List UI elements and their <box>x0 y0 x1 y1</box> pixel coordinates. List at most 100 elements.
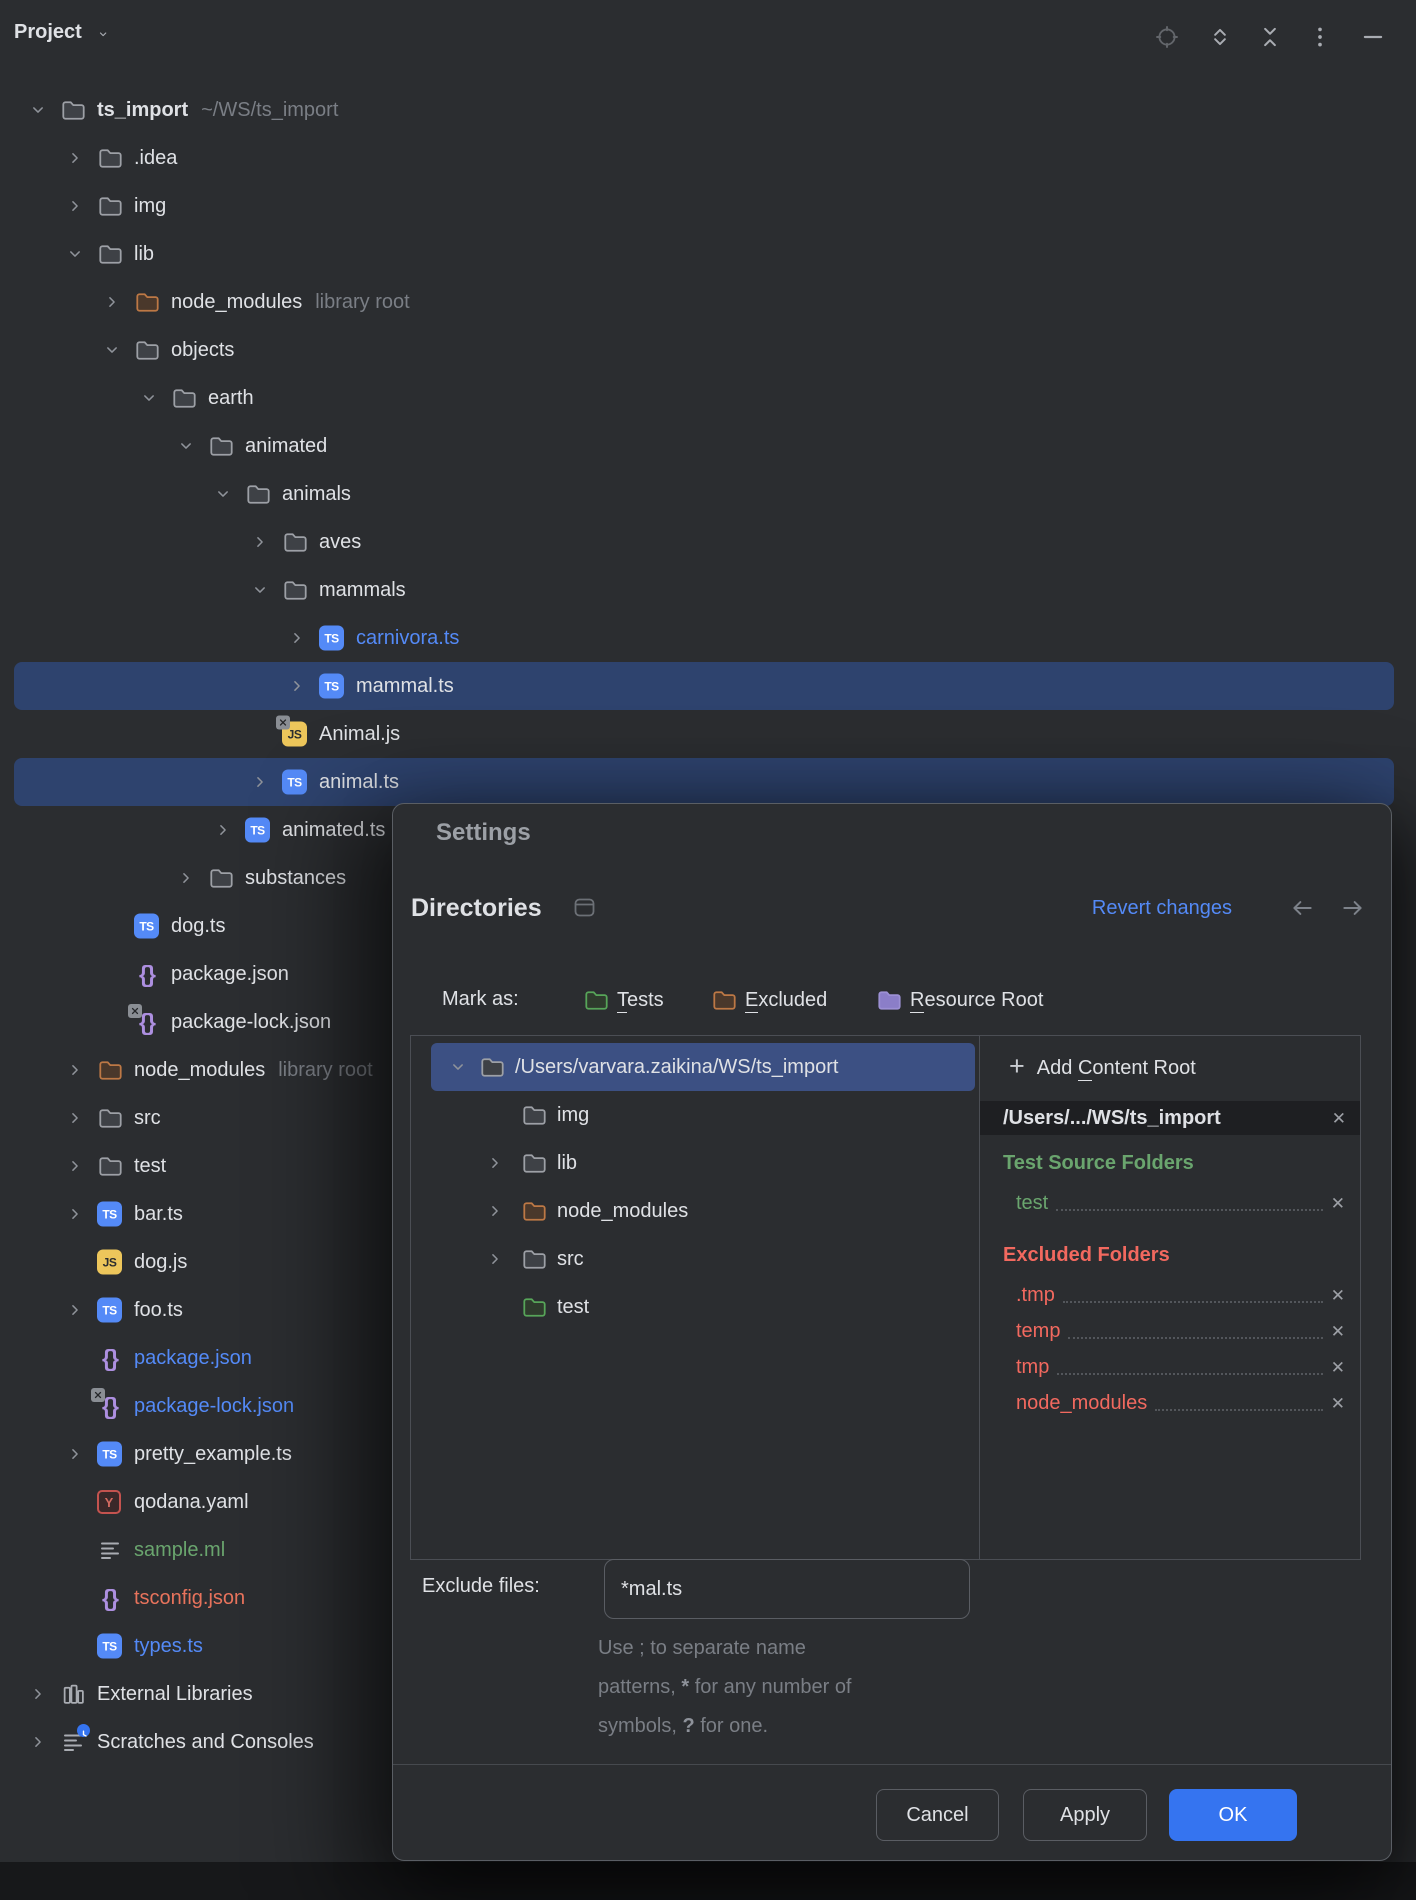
project-tree-row-img[interactable]: img <box>0 182 1416 230</box>
chevron-down-icon[interactable] <box>213 484 233 504</box>
cancel-button[interactable]: Cancel <box>876 1789 999 1841</box>
add-content-root-button[interactable]: + Add Content Root <box>1009 1051 1196 1085</box>
tree-item-label: mammal.ts <box>356 674 454 697</box>
forward-arrow-icon[interactable] <box>1340 895 1366 921</box>
chevron-right-icon[interactable] <box>485 1249 505 1269</box>
folder-icon <box>245 482 271 506</box>
project-tree-row-package-lock.json[interactable]: {}package-lock.json <box>0 1382 1416 1430</box>
project-tree-row-mammals[interactable]: mammals <box>0 566 1416 614</box>
chevron-right-icon[interactable] <box>28 1732 48 1752</box>
project-tree-row-.idea[interactable]: .idea <box>0 134 1416 182</box>
chevron-down-icon[interactable] <box>176 436 196 456</box>
chevron-down-icon[interactable] <box>448 1057 468 1077</box>
directory-row-node-modules[interactable]: node_modules <box>410 1187 979 1235</box>
project-tree-row-animals[interactable]: animals <box>0 470 1416 518</box>
project-tree-row-scratches-and-consoles[interactable]: Scratches and Consoles <box>0 1718 1416 1766</box>
tree-item-label: substances <box>245 866 347 889</box>
mark-as-tests-button[interactable]: Tests <box>583 985 664 1015</box>
chevron-down-icon[interactable] <box>65 244 85 264</box>
project-tree-row-ts-import[interactable]: ts_import~/WS/ts_import <box>0 86 1416 134</box>
chevron-down-icon[interactable] <box>250 580 270 600</box>
remove-folder-icon[interactable]: ✕ <box>1330 1357 1345 1377</box>
mark-as-resource-root-button[interactable]: Resource Root <box>876 985 1043 1015</box>
directory-row-src[interactable]: src <box>410 1235 979 1283</box>
apply-button[interactable]: Apply <box>1023 1789 1147 1841</box>
remove-content-root-icon[interactable]: ✕ <box>1331 1108 1346 1128</box>
directory-row-test[interactable]: test <box>410 1283 979 1331</box>
remove-folder-icon[interactable]: ✕ <box>1330 1285 1345 1305</box>
chevron-right-icon[interactable] <box>65 1108 85 1128</box>
remove-folder-icon[interactable]: ✕ <box>1330 1193 1345 1213</box>
chevron-right-icon[interactable] <box>287 628 307 648</box>
chevron-right-icon[interactable] <box>250 532 270 552</box>
directory-row-lib[interactable]: lib <box>410 1139 979 1187</box>
hide-panel-icon[interactable] <box>1360 24 1386 50</box>
collapse-all-icon[interactable] <box>1257 24 1283 50</box>
scratches-icon <box>60 1724 90 1754</box>
revert-changes-link[interactable]: Revert changes <box>1091 897 1232 919</box>
chevron-right-icon[interactable] <box>485 1153 505 1173</box>
chevron-right-icon[interactable] <box>65 196 85 216</box>
locate-icon[interactable] <box>1154 24 1180 50</box>
mark-as-excluded-button[interactable]: Excluded <box>711 985 827 1015</box>
project-tree-row-objects[interactable]: objects <box>0 326 1416 374</box>
chevron-right-icon[interactable] <box>65 1204 85 1224</box>
content-root-row[interactable]: /Users/.../WS/ts_import ✕ <box>980 1101 1360 1135</box>
window-bottom-edge <box>0 1862 1416 1900</box>
chevron-right-icon[interactable] <box>65 148 85 168</box>
folder-item-label: tmp <box>1016 1355 1050 1378</box>
chevron-right-icon[interactable] <box>28 1684 48 1704</box>
ok-button[interactable]: OK <box>1169 1789 1297 1841</box>
project-tree-row-test[interactable]: test <box>0 1142 1416 1190</box>
project-tree-row-package.json[interactable]: {}package.json <box>0 950 1416 998</box>
back-arrow-icon[interactable] <box>1289 895 1315 921</box>
expand-all-icon[interactable] <box>1207 24 1233 50</box>
project-tree-row-earth[interactable]: earth <box>0 374 1416 422</box>
chevron-down-icon[interactable] <box>96 27 114 50</box>
chevron-right-icon[interactable] <box>176 868 196 888</box>
remove-folder-icon[interactable]: ✕ <box>1330 1321 1345 1341</box>
project-tree-row-external-libraries[interactable]: External Libraries <box>0 1670 1416 1718</box>
chevron-right-icon[interactable] <box>65 1444 85 1464</box>
more-options-icon[interactable] <box>1307 24 1333 50</box>
chevron-right-icon[interactable] <box>485 1201 505 1221</box>
directory-row-img[interactable]: img <box>410 1091 979 1139</box>
remove-folder-icon[interactable]: ✕ <box>1330 1393 1345 1413</box>
chevron-right-icon[interactable] <box>250 772 270 792</box>
project-tree-row-lib[interactable]: lib <box>0 230 1416 278</box>
project-tree-row-package.json[interactable]: {}package.json <box>0 1334 1416 1382</box>
chevron-down-icon[interactable] <box>28 100 48 120</box>
project-tree-row-sample.ml[interactable]: sample.ml <box>0 1526 1416 1574</box>
chevron-right-icon[interactable] <box>102 292 122 312</box>
tree-item-label: dog.js <box>134 1250 188 1273</box>
project-tree-row-substances[interactable]: substances <box>0 854 1416 902</box>
project-tree-row-package-lock.json[interactable]: {}package-lock.json <box>0 998 1416 1046</box>
chevron-right-icon[interactable] <box>213 820 233 840</box>
chevron-right-icon[interactable] <box>65 1156 85 1176</box>
project-tree-row-tsconfig.json[interactable]: {}tsconfig.json <box>0 1574 1416 1622</box>
chevron-right-icon[interactable] <box>287 676 307 696</box>
chevron-right-icon[interactable] <box>65 1300 85 1320</box>
chevron-down-icon[interactable] <box>102 340 122 360</box>
exclude-files-input[interactable] <box>604 1559 970 1619</box>
chevron-down-icon[interactable] <box>139 388 159 408</box>
project-tree-row-src[interactable]: src <box>0 1094 1416 1142</box>
project-tree-row-animated[interactable]: animated <box>0 422 1416 470</box>
project-tree-row-aves[interactable]: aves <box>0 518 1416 566</box>
chevron-right-icon[interactable] <box>65 1060 85 1080</box>
directory-row--users-varvara-zaikina-ws-ts-import[interactable]: /Users/varvara.zaikina/WS/ts_import <box>410 1043 979 1091</box>
